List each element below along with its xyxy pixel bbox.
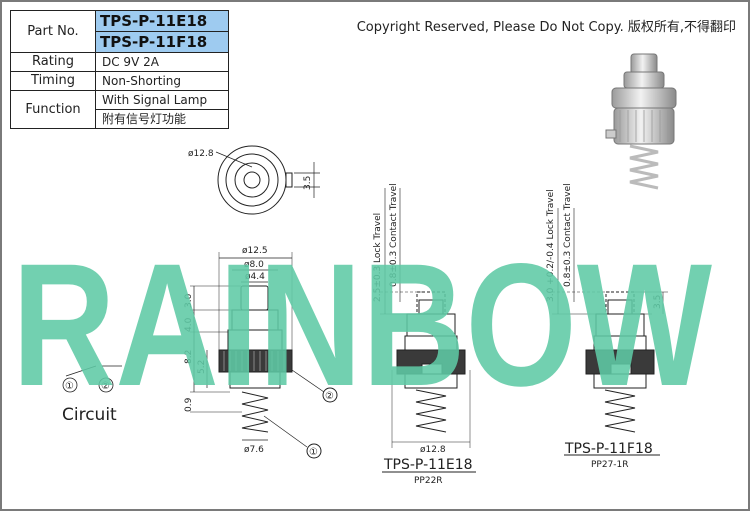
model-f-lock-travel: 3.0 +0.2/-0.4 Lock Travel bbox=[546, 189, 556, 302]
model-f-contact-travel: 0.8±0.3 Contact Travel bbox=[563, 183, 573, 287]
function-value-cn: 附有信号灯功能 bbox=[95, 109, 229, 129]
top-view-dia: ø12.8 bbox=[188, 149, 214, 159]
model-f-name: TPS-P-11F18 bbox=[564, 441, 653, 457]
model-f-view bbox=[552, 208, 668, 456]
front-h2: 4.0 bbox=[184, 317, 194, 332]
part-number-1: TPS-P-11E18 bbox=[95, 10, 229, 32]
circuit-marker-2: ② bbox=[101, 381, 110, 392]
spec-table: Part No. TPS-P-11E18 TPS-P-11F18 Rating … bbox=[10, 10, 229, 129]
function-value: With Signal Lamp bbox=[95, 90, 229, 110]
front-view bbox=[190, 252, 338, 459]
front-callout-2: ② bbox=[325, 391, 334, 402]
model-f-code: PP27-1R bbox=[591, 460, 629, 470]
top-view bbox=[215, 145, 320, 215]
front-h5: 0.9 bbox=[184, 397, 194, 412]
timing-label: Timing bbox=[10, 71, 96, 91]
circuit-marker-1: ① bbox=[65, 381, 74, 392]
model-f-dim: 3.5 bbox=[653, 295, 663, 309]
top-view-dim: 3.5 bbox=[303, 176, 313, 190]
function-label: Function bbox=[10, 90, 96, 129]
model-e-contact-travel: 0.8±0.3 Contact Travel bbox=[389, 183, 399, 287]
circuit-label: Circuit bbox=[62, 405, 117, 425]
copyright-notice: Copyright Reserved, Please Do Not Copy. … bbox=[356, 20, 736, 35]
front-h1: 3.0 bbox=[184, 293, 194, 308]
front-callout-1: ① bbox=[309, 447, 318, 458]
front-h3: 5.2 bbox=[197, 360, 207, 374]
model-e-name: TPS-P-11E18 bbox=[383, 457, 473, 473]
front-spring-dia: ø7.6 bbox=[244, 445, 264, 455]
product-3d-image bbox=[605, 53, 677, 190]
front-dia-outer: ø12.5 bbox=[242, 246, 268, 256]
model-e-lock-travel: 2.5±0.3 Lock Travel bbox=[373, 213, 383, 302]
rating-value: DC 9V 2A bbox=[95, 52, 229, 72]
front-h4: 8.2 bbox=[184, 350, 194, 364]
circuit-diagram bbox=[62, 365, 122, 393]
watermark-text: RAINBOW bbox=[12, 228, 713, 423]
timing-value: Non-Shorting bbox=[95, 71, 229, 91]
model-e-code: PP22R bbox=[414, 476, 443, 486]
part-number-2: TPS-P-11F18 bbox=[95, 31, 229, 53]
front-dia-inner: ø4.4 bbox=[245, 272, 265, 282]
model-e-view bbox=[380, 188, 476, 473]
part-no-label: Part No. bbox=[10, 10, 96, 53]
model-e-dia: ø12.8 bbox=[420, 445, 446, 455]
rating-label: Rating bbox=[10, 52, 96, 72]
rainbow-watermark: RAINBOW bbox=[12, 228, 713, 423]
front-dia-mid: ø8.0 bbox=[244, 260, 264, 270]
